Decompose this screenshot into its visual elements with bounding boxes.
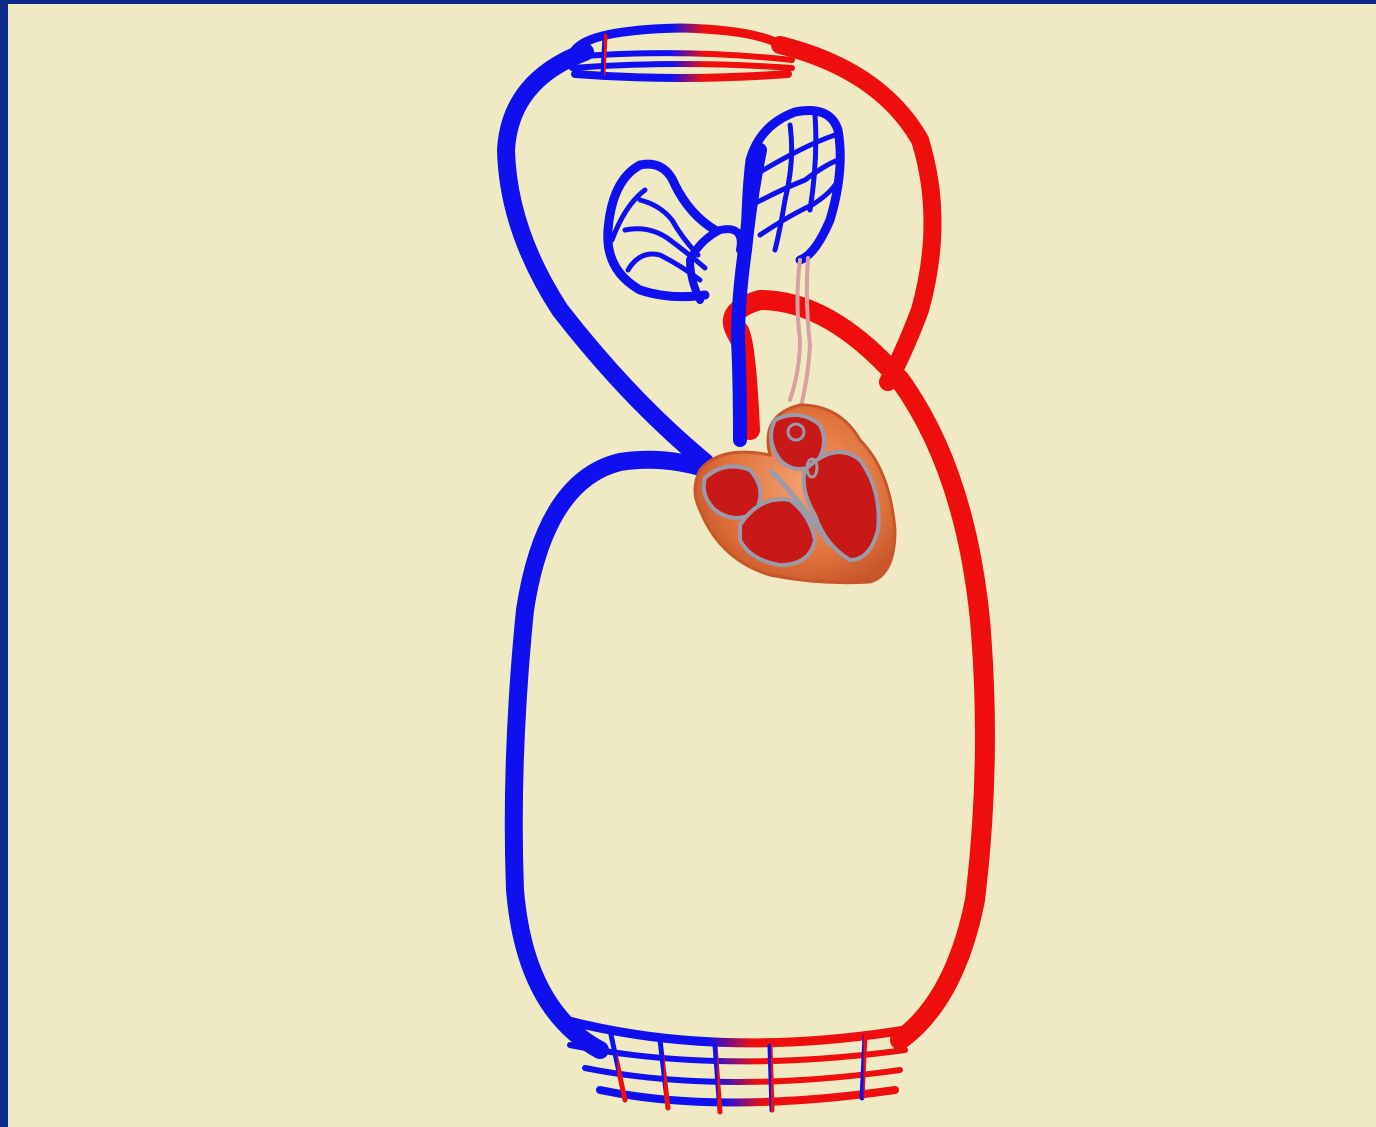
diagram-background: [8, 4, 1376, 1127]
